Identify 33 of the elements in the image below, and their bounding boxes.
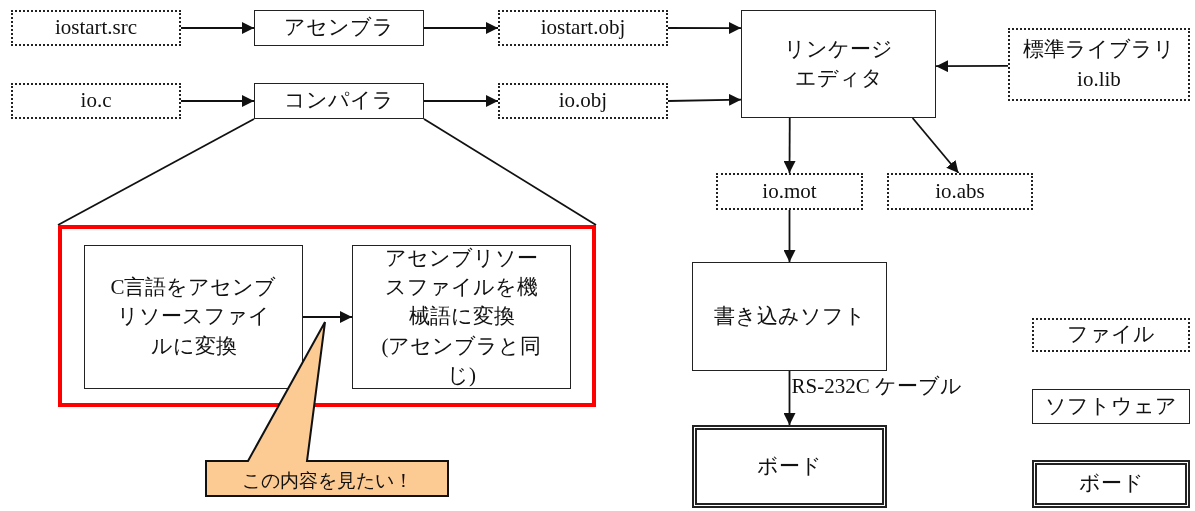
arrow [423, 95, 499, 107]
process-box: コンパイラ [254, 83, 424, 119]
arrow [667, 93, 742, 106]
arrow [180, 22, 255, 34]
arrow [180, 95, 255, 107]
arrow [667, 22, 742, 35]
legend-box: ボード [1032, 460, 1190, 508]
process-box: アセンブリソースファイルを機械語に変換 (アセンブラと同じ) [352, 245, 571, 389]
connector-line [423, 118, 597, 226]
process-box: リンケージエディタ [741, 10, 936, 118]
file-box: 標準ライブラリ io.lib [1008, 28, 1190, 101]
connector-line [57, 118, 255, 226]
edge-label: RS-232C ケーブル [791, 375, 962, 399]
board-box: ボード [692, 425, 887, 508]
file-box: io.obj [498, 83, 668, 119]
process-box: 書き込みソフト [692, 262, 887, 371]
process-box: C言語をアセンブリソースファイルに変換 [84, 245, 303, 389]
arrow [783, 209, 796, 263]
highlight-frame [58, 225, 596, 407]
file-box: iostart.src [11, 10, 181, 46]
arrow [935, 60, 1009, 73]
arrow [302, 311, 353, 323]
file-box: iostart.obj [498, 10, 668, 46]
file-box: io.abs [887, 173, 1033, 210]
legend-box: ソフトウェア [1032, 389, 1190, 424]
arrow [783, 370, 796, 426]
file-box: io.mot [716, 173, 863, 210]
file-box: io.c [11, 83, 181, 119]
process-box: アセンブラ [254, 10, 424, 46]
arrow [911, 117, 960, 174]
arrow [783, 117, 796, 174]
legend-box: ファイル [1032, 318, 1190, 352]
arrow [423, 22, 499, 34]
